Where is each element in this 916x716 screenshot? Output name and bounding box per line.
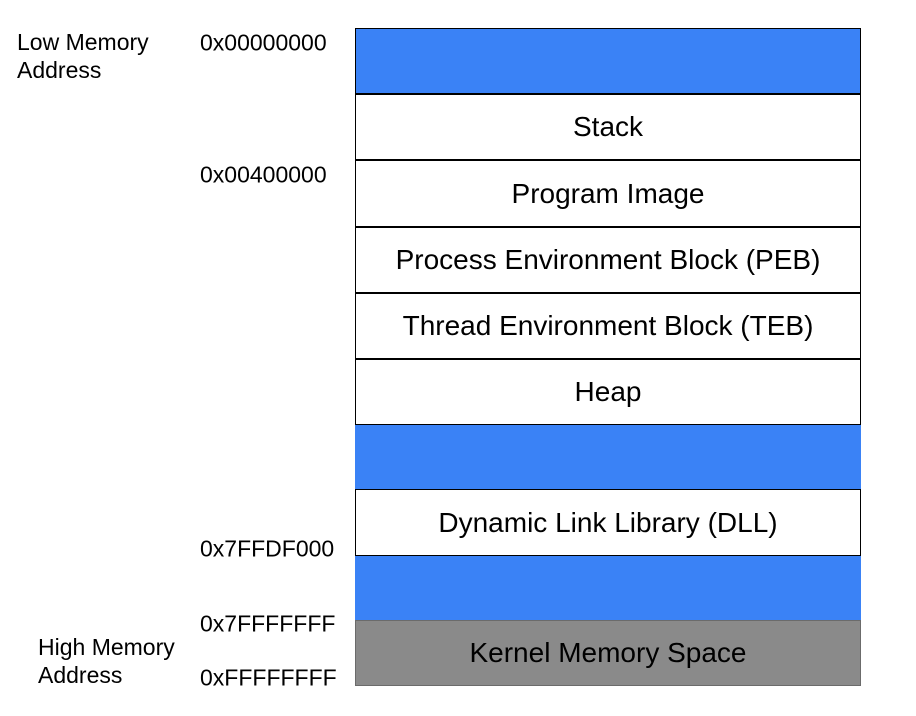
memory-block-program-image: Program Image <box>355 160 861 227</box>
low-memory-address-label: Low Memory Address <box>17 29 149 83</box>
memory-block-dll: Dynamic Link Library (DLL) <box>355 489 861 556</box>
memory-address-0xFFFFFFFF: 0xFFFFFFFF <box>200 664 337 691</box>
memory-address-0x00400000: 0x00400000 <box>200 161 327 188</box>
memory-block-heap: Heap <box>355 359 861 426</box>
memory-address-0x00000000: 0x00000000 <box>200 29 327 56</box>
memory-block-reserved-top <box>355 28 861 95</box>
memory-address-0x7FFFFFFF: 0x7FFFFFFF <box>200 610 336 637</box>
memory-block-reserved-bottom <box>355 555 861 620</box>
memory-block-teb: Thread Environment Block (TEB) <box>355 292 861 360</box>
memory-blocks-column: Stack Program Image Process Environment … <box>355 28 861 687</box>
memory-address-0x7FFDF000: 0x7FFDF000 <box>200 535 335 562</box>
memory-block-kernel-memory-space: Kernel Memory Space <box>355 619 861 687</box>
memory-block-reserved-middle <box>355 425 861 490</box>
memory-block-peb: Process Environment Block (PEB) <box>355 226 861 293</box>
memory-block-stack: Stack <box>355 94 861 161</box>
high-memory-address-label: High Memory Address <box>38 634 175 688</box>
